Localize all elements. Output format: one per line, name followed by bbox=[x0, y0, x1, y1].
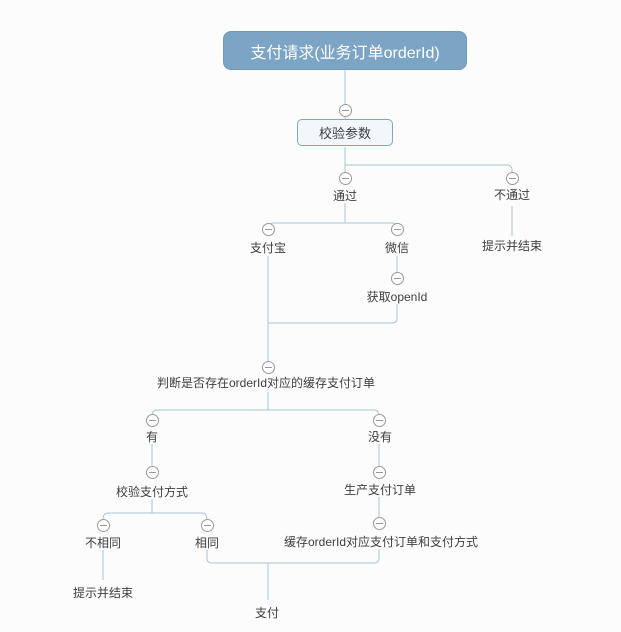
collapse-icon-not-same[interactable] bbox=[96, 518, 110, 532]
node-pay[interactable]: 支付 bbox=[254, 606, 280, 620]
collapse-icon-has[interactable] bbox=[145, 413, 159, 427]
minus-glyph bbox=[148, 419, 156, 421]
collapse-icon-cache-pay-order[interactable] bbox=[372, 516, 386, 530]
collapse-icon-has-not[interactable] bbox=[372, 413, 386, 427]
collapse-icon-alipay[interactable] bbox=[261, 223, 275, 236]
node-not-same[interactable]: 不相同 bbox=[84, 536, 122, 550]
node-check-cached-order[interactable]: 判断是否存在orderId对应的缓存支付订单 bbox=[156, 376, 376, 390]
minus-glyph bbox=[375, 419, 383, 421]
node-cache-pay-order[interactable]: 缓存orderId对应支付订单和支付方式 bbox=[283, 535, 479, 549]
minus-glyph bbox=[508, 178, 516, 179]
node-not-pass[interactable]: 不通过 bbox=[493, 188, 531, 202]
collapse-icon-get-openid[interactable] bbox=[390, 272, 404, 285]
minus-glyph bbox=[203, 524, 211, 526]
minus-glyph bbox=[264, 229, 272, 230]
minus-glyph bbox=[393, 229, 401, 230]
minus-glyph bbox=[393, 278, 401, 279]
node-not-same-end[interactable]: 提示并结束 bbox=[72, 586, 134, 600]
node-create-pay-order[interactable]: 生产支付订单 bbox=[343, 483, 417, 497]
minus-glyph bbox=[375, 522, 383, 524]
node-alipay[interactable]: 支付宝 bbox=[249, 241, 287, 255]
collapse-icon-same[interactable] bbox=[200, 518, 214, 532]
minus-glyph bbox=[375, 471, 383, 473]
connector-validate-to-pass-notpass bbox=[344, 147, 513, 172]
node-same[interactable]: 相同 bbox=[194, 536, 220, 550]
connector-verify-to-notsame-same bbox=[102, 499, 208, 521]
collapse-icon-verify-pay-method[interactable] bbox=[145, 465, 159, 479]
collapse-icon-validate-params[interactable] bbox=[338, 104, 352, 117]
node-not-pass-end[interactable]: 提示并结束 bbox=[481, 239, 543, 253]
connector-merge-to-pay bbox=[206, 549, 380, 600]
node-pass[interactable]: 通过 bbox=[332, 189, 358, 203]
minus-glyph bbox=[341, 178, 349, 179]
collapse-icon-not-pass[interactable] bbox=[505, 172, 519, 185]
connector-merge-to-check-cached bbox=[267, 256, 398, 361]
node-validate-params[interactable]: 校验参数 bbox=[297, 119, 393, 146]
connector-pass-to-alipay-wechat bbox=[267, 203, 398, 229]
collapse-icon-pass[interactable] bbox=[338, 172, 352, 185]
connector-checkcached-to-has-hasnot bbox=[151, 392, 380, 417]
minus-glyph bbox=[148, 471, 156, 473]
collapse-icon-create-pay-order[interactable] bbox=[372, 465, 386, 479]
node-get-openid[interactable]: 获取openId bbox=[366, 290, 428, 304]
node-verify-pay-method[interactable]: 校验支付方式 bbox=[115, 485, 189, 499]
node-payment-request[interactable]: 支付请求(业务订单orderId) bbox=[223, 31, 467, 70]
minus-glyph bbox=[341, 110, 349, 111]
node-wechat[interactable]: 微信 bbox=[384, 241, 410, 255]
minus-glyph bbox=[99, 524, 107, 526]
node-has-not[interactable]: 没有 bbox=[367, 430, 393, 444]
minus-glyph bbox=[264, 366, 272, 368]
collapse-icon-wechat[interactable] bbox=[390, 223, 404, 236]
collapse-icon-check-cached-order[interactable] bbox=[261, 360, 275, 374]
node-has[interactable]: 有 bbox=[145, 430, 159, 444]
